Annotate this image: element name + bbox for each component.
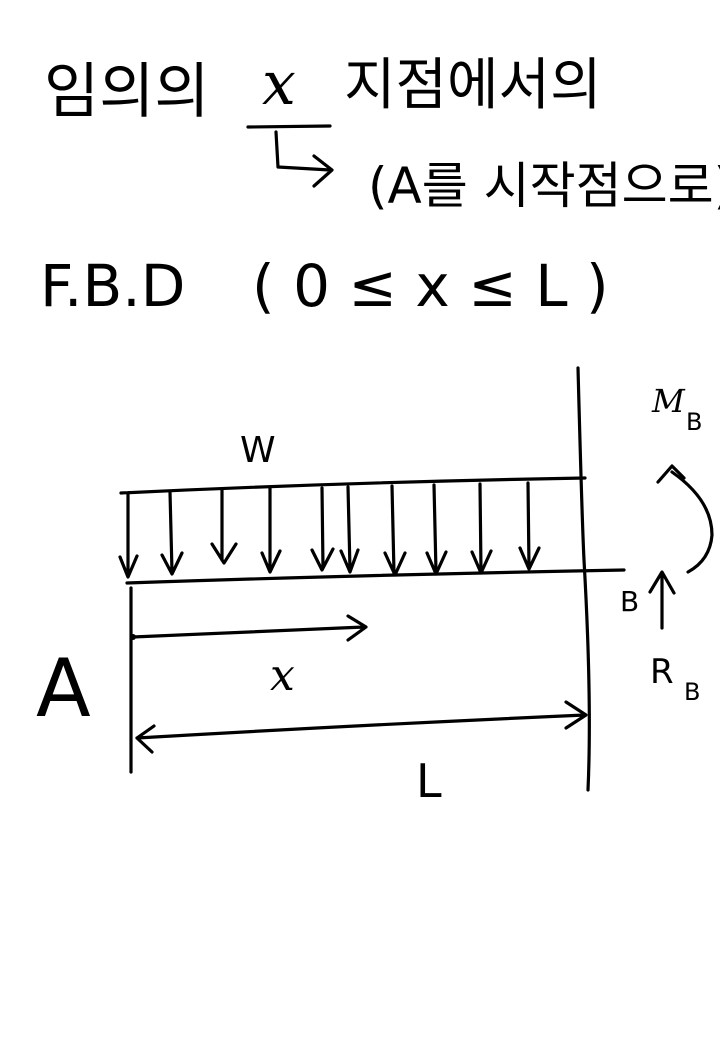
reaction-subscript: B [684,678,700,706]
moment-arrow-head-icon [656,464,686,484]
x-range-text: ( 0 ≤ x ≤ L ) [252,252,609,320]
moment-subscript: B [686,408,702,436]
distributed-load-label: W [240,430,276,471]
length-label: L [416,754,442,808]
moment-label: M [651,382,686,420]
beam-line [125,568,626,585]
right-end-label: B [620,585,639,618]
load-arrow [260,486,282,574]
load-arrow [118,491,139,579]
title-suffix-text: 지점에서의 [344,53,602,118]
load-arrow [310,486,335,572]
title-variable-x: x [262,49,296,119]
load-arrow [383,484,407,577]
left-end-label: A [36,642,91,735]
fbd-label: F.B.D [40,252,185,320]
section-cut-line [576,366,591,792]
title-prefix-text: 임의의 [44,57,210,127]
load-arrow [210,488,238,565]
reaction-label: R [650,652,674,692]
title-x-underline [246,124,332,129]
position-x-label: x [270,650,295,701]
reaction-arrow-icon [648,570,676,630]
load-arrow [470,482,493,575]
length-dimension-arrow [135,700,588,754]
position-x-arrow [131,614,368,642]
load-arrow [518,481,541,571]
load-arrow [339,485,360,574]
load-arrow [425,483,448,576]
distributed-load-top-line [119,476,587,495]
moment-curved-arrow [670,470,714,574]
distributed-load-arrows [118,481,541,579]
load-arrow [160,490,184,576]
origin-note-text: (A를 시작점으로) [368,157,720,215]
pointer-arrow-icon [274,130,334,188]
